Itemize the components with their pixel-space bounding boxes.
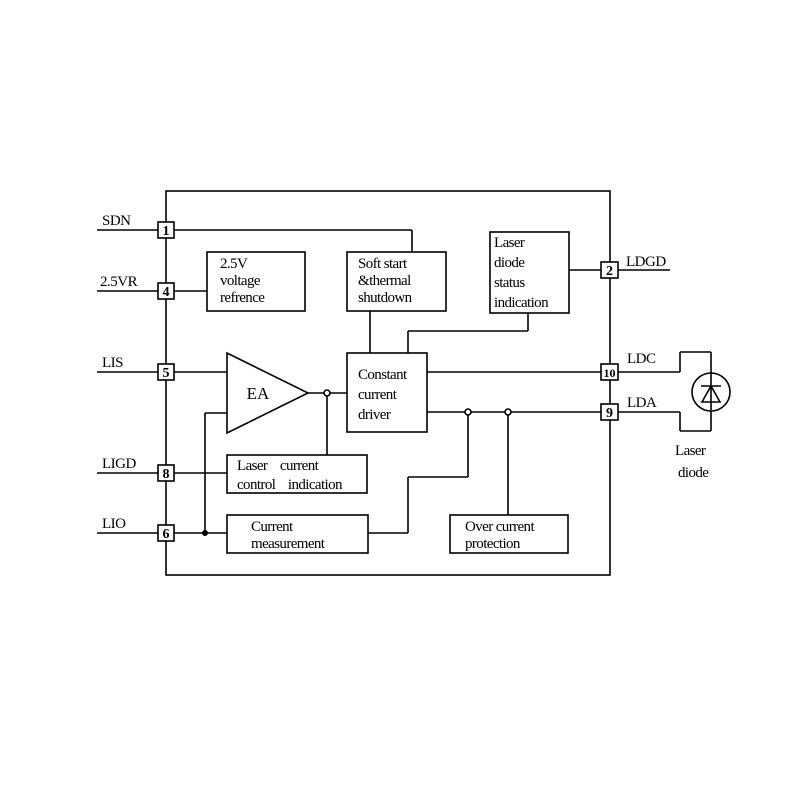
pins xyxy=(157,221,619,542)
signal-label-lis: LIS xyxy=(102,355,123,371)
wires xyxy=(97,229,712,534)
block-label-line: driver xyxy=(358,407,391,423)
chip-outline xyxy=(165,190,611,576)
current-control-indication-block xyxy=(226,454,368,494)
pin-6 xyxy=(157,524,175,542)
laser-diode-label: Laser xyxy=(675,443,706,459)
block-label-line: shutdown xyxy=(358,290,413,306)
ea-label: EA xyxy=(247,384,270,403)
pin-number: 2 xyxy=(606,264,613,279)
pin-number: 4 xyxy=(163,285,170,300)
block-label-line: Soft start xyxy=(358,256,408,272)
block-label-line: diode xyxy=(494,255,525,271)
junction-dot xyxy=(504,408,512,416)
current-measurement-block xyxy=(226,514,369,554)
pin-number: 9 xyxy=(606,406,613,421)
voltage-reference-block xyxy=(206,251,306,312)
junction-dot xyxy=(323,389,331,397)
signal-label-ldgd: LDGD xyxy=(626,254,666,270)
block-label-line: current xyxy=(358,387,398,403)
block-label-line: status xyxy=(494,275,525,291)
laser-diode-label: diode xyxy=(678,465,709,481)
signal-label-ldc: LDC xyxy=(627,351,656,367)
soft-start-block xyxy=(346,251,447,312)
block-label-line: Constant xyxy=(358,367,408,383)
signal-label-vr: 2.5VR xyxy=(100,274,138,290)
block-label-line: 2.5V xyxy=(220,256,248,272)
block-label-line: &thermal xyxy=(358,273,411,289)
pin-number: 8 xyxy=(163,467,170,482)
pin-2 xyxy=(600,261,619,279)
block-label-line: indication xyxy=(494,295,549,311)
pin-number: 5 xyxy=(163,366,170,381)
constant-current-driver-block xyxy=(346,352,428,433)
junction-dot xyxy=(202,530,208,536)
signal-label-sdn: SDN xyxy=(102,213,131,229)
pin-5 xyxy=(157,363,175,381)
pin-4 xyxy=(157,282,175,300)
over-current-protection-block xyxy=(449,514,569,554)
pin-number: 1 xyxy=(163,224,170,239)
block-label-line: Over current xyxy=(465,519,535,535)
pin-10 xyxy=(600,363,619,381)
pin-number: 6 xyxy=(163,527,170,542)
status-indication-block xyxy=(489,231,570,314)
block-label-line: Laser xyxy=(494,235,525,251)
pin-9 xyxy=(600,403,619,421)
block-label-line: control indication xyxy=(237,477,343,493)
signal-label-lio: LIO xyxy=(102,516,126,532)
block-label-line: protection xyxy=(465,536,521,552)
block-label-line: refrence xyxy=(220,290,265,306)
signal-label-lda: LDA xyxy=(627,395,657,411)
junction-dot xyxy=(464,408,472,416)
block-label-line: measurement xyxy=(251,536,326,552)
block-label-line: voltage xyxy=(220,273,261,289)
signal-label-ligd: LIGD xyxy=(102,456,136,472)
block-label-line: Current xyxy=(251,519,294,535)
block-label-line: Laser current xyxy=(237,458,320,474)
laser-diode-symbol xyxy=(691,372,731,412)
error-amplifier xyxy=(226,351,310,435)
pin-8 xyxy=(157,464,175,482)
pin-1 xyxy=(157,221,175,239)
pin-number: 10 xyxy=(604,366,616,380)
